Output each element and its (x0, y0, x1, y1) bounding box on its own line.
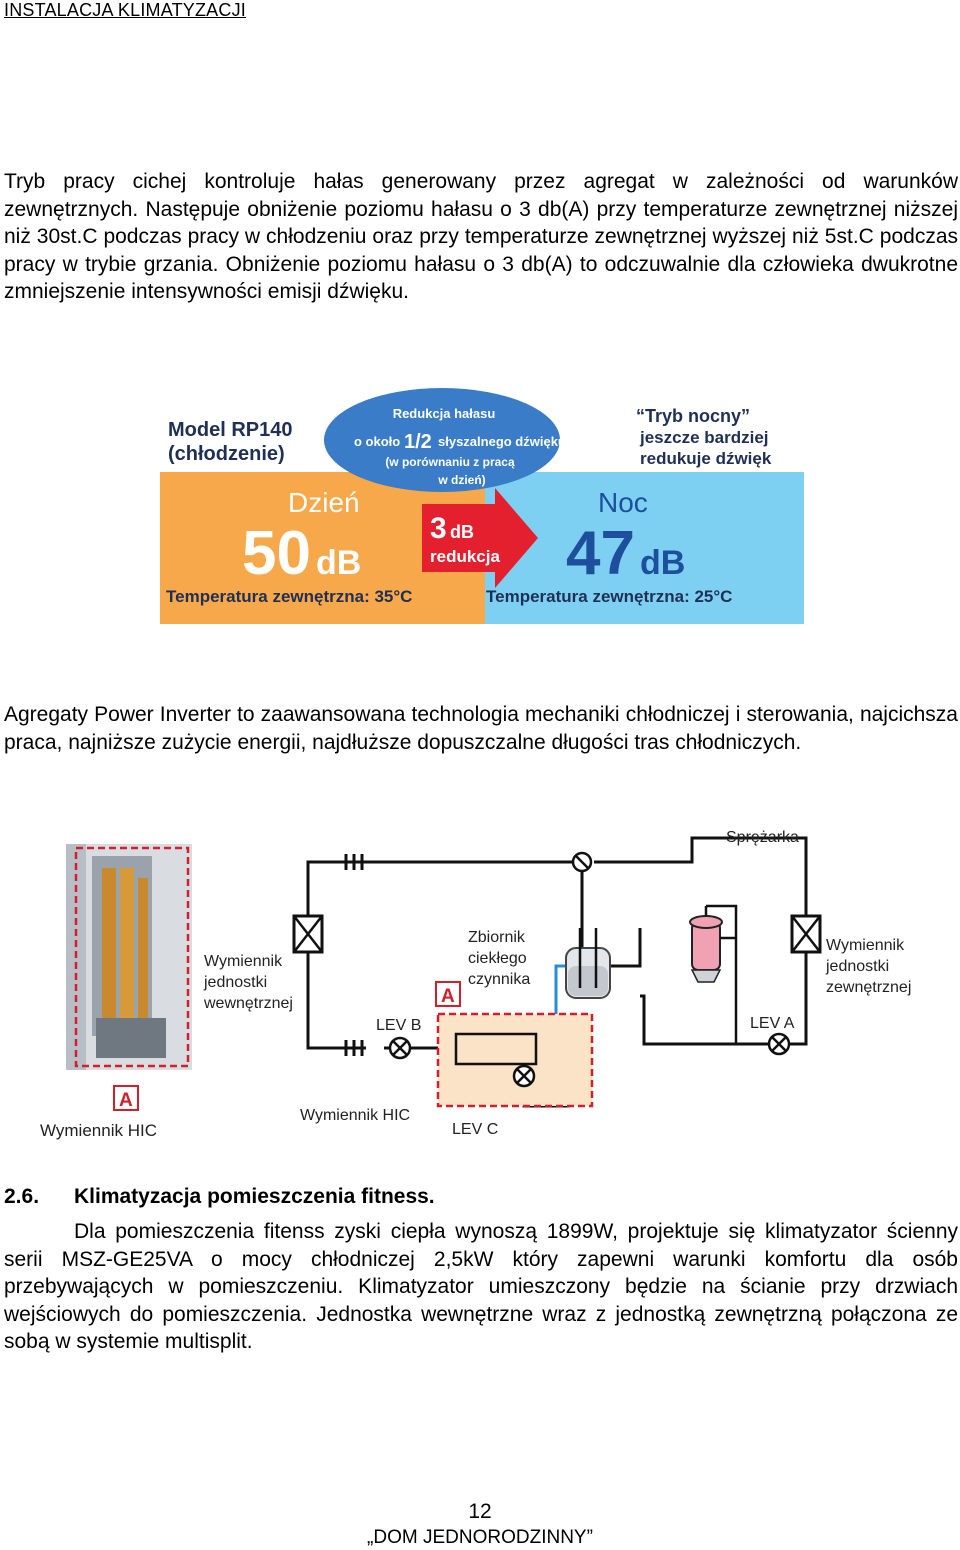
outdoor-exchanger-label-2: jednostki (825, 958, 889, 975)
hic-exchanger-zone (436, 1012, 594, 1108)
tank-label-3: czynnika (468, 971, 530, 988)
night-unit: dB (640, 544, 685, 582)
compressor-label: Sprężarka (726, 829, 799, 846)
bubble-prefix: o około (354, 434, 400, 449)
service-valve-bottom (344, 1040, 364, 1056)
document-header: INSTALACJA KLIMATYZACJI (4, 0, 246, 20)
bubble-suffix: słyszalnego dźwięku (438, 434, 566, 449)
day-unit: dB (316, 544, 361, 582)
section-title: Klimatyzacja pomieszczenia fitness. (74, 1185, 435, 1208)
reduction-arrow-icon (422, 488, 538, 588)
marker-a-diagram-label: A (441, 986, 455, 1007)
bubble-fraction: 1/2 (404, 431, 432, 453)
night-panel (485, 472, 804, 624)
hic-exchanger-icon (454, 1032, 538, 1066)
four-way-valve (571, 851, 593, 873)
day-value: 50 (242, 519, 311, 588)
marker-a-diagram (435, 981, 461, 1007)
hic-center-label: Wymiennik HIC (300, 1107, 410, 1124)
outdoor-exchanger-label-3: zewnętrznej (826, 979, 911, 996)
outdoor-exchanger-icon (790, 914, 822, 954)
reduction-unit: dB (450, 522, 474, 542)
lev-c-valve-icon (512, 1064, 536, 1088)
lev-b-valve-icon (388, 1036, 412, 1060)
indoor-exchanger-icon (292, 914, 324, 954)
bubble-line4: w dzień) (437, 473, 485, 487)
night-note-line1: “Tryb nocny” (636, 406, 750, 426)
bubble-line1: Redukcja hałasu (393, 406, 496, 421)
section-number: 2.6. (4, 1185, 40, 1208)
indoor-exchanger-label-1: Wymiennik (204, 953, 283, 970)
lev-a-label: LEV A (750, 1015, 795, 1032)
marker-a-photo (113, 1085, 139, 1111)
paragraph-quiet-mode: Tryb pracy cichej kontroluje hałas gener… (4, 170, 958, 303)
model-label: Model RP140 (168, 419, 292, 441)
lev-c-label: LEV C (452, 1121, 498, 1138)
tank-label-2: ciekłego (468, 950, 527, 967)
reduction-label: redukcja (430, 547, 500, 566)
night-note-line2: jeszcze bardziej (639, 428, 769, 447)
lev-b-label: LEV B (376, 1017, 421, 1034)
hic-photo-label: Wymiennik HIC (40, 1121, 157, 1140)
marker-a-photo-label: A (119, 1090, 133, 1111)
night-label: Noc (598, 487, 648, 518)
liquid-receiver-icon (565, 928, 611, 999)
model-mode-label: (chłodzenie) (168, 443, 285, 465)
lev-a-valve-icon (767, 1032, 791, 1056)
bubble-line3: (w porównaniu z pracą (385, 455, 515, 469)
outdoor-exchanger-label-1: Wymiennik (826, 937, 905, 954)
indoor-exchanger-label-3: wewnętrznej (203, 995, 293, 1012)
noise-reduction-figure: Model RP140 (chłodzenie) Redukcja hałasu… (160, 388, 810, 624)
day-label: Dzień (288, 487, 360, 518)
reduction-bubble (324, 388, 560, 492)
paragraph-power-inverter: Agregaty Power Inverter to zaawansowana … (4, 703, 958, 754)
night-temperature: Temperatura zewnętrzna: 25°C (486, 587, 732, 606)
indoor-exchanger-label-2: jednostki (203, 974, 267, 991)
reduction-value: 3 (430, 512, 447, 545)
hic-circuit-figure: Wymiennik jednostki wewnętrznej A Wymien… (36, 818, 926, 1148)
footer-title: „DOM JEDNORODZINNY” (367, 1527, 593, 1548)
page-number: 12 (468, 1500, 492, 1523)
section-heading: 2.6. Klimatyzacja pomieszczenia fitness. (4, 1185, 435, 1209)
tank-label-1: Zbiornik (468, 929, 526, 946)
service-valve-top (344, 854, 364, 870)
day-temperature: Temperatura zewnętrzna: 35°C (166, 587, 412, 606)
night-note-line3: redukuje dźwięk (640, 449, 772, 468)
compressor-icon (689, 904, 738, 1044)
hic-unit-photo (66, 844, 192, 1070)
paragraph-fitness-room: Dla pomieszczenia fitenss zyski ciepła w… (4, 1220, 958, 1353)
night-value: 47 (566, 519, 635, 588)
